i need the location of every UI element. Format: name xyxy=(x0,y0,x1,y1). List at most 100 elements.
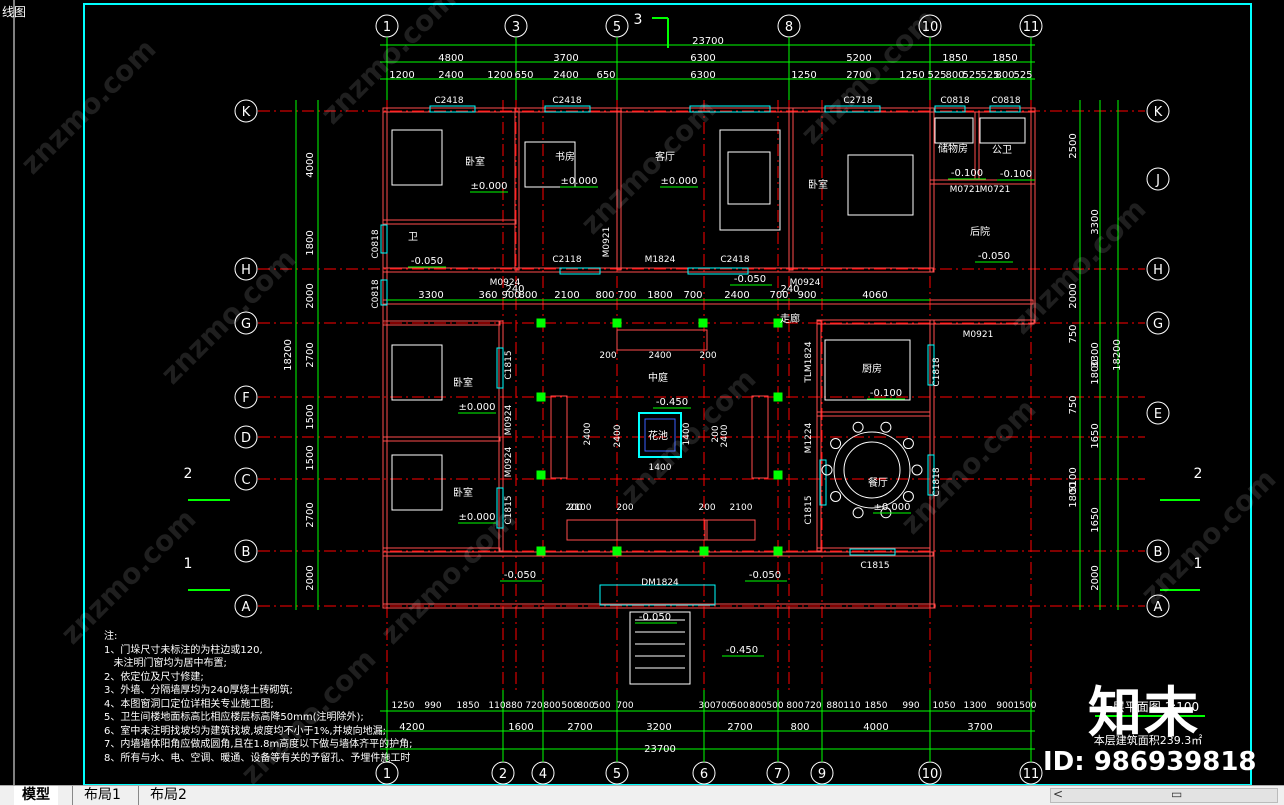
room-level: ±0.000 xyxy=(660,176,697,187)
grid-bubble-left xyxy=(234,311,258,335)
grid-bubble-right xyxy=(1146,401,1170,425)
dim-text-bottom: 700 xyxy=(616,701,633,711)
dim-text-bottom: 500 xyxy=(561,701,578,711)
tab-layout1[interactable]: 布局1 xyxy=(84,787,121,803)
dim-text-top: 6300 xyxy=(690,53,715,64)
note-line: 2、依定位及尺寸修建; xyxy=(104,671,204,683)
grid-label-left: H xyxy=(241,263,251,278)
dining-chair xyxy=(821,464,833,476)
coffee-table xyxy=(727,151,771,205)
dim-text-mid: 1800 xyxy=(647,290,672,301)
dim-text-top: 2700 xyxy=(846,70,871,81)
dim-text-court: 200 xyxy=(616,503,633,513)
grid-label-right: G xyxy=(1153,317,1163,332)
grid-label-top: 1 xyxy=(383,20,391,35)
dim-text-total: 23700 xyxy=(644,744,676,755)
window-mark xyxy=(989,105,1021,113)
dim-text-mid: 3300 xyxy=(418,290,443,301)
grid-bubble-left xyxy=(234,99,258,123)
grid-label-bottom: 5 xyxy=(613,767,621,782)
tab-model[interactable]: 模型 xyxy=(14,786,58,805)
section-label: 2 xyxy=(184,466,193,482)
wall-outline xyxy=(382,219,517,225)
grid-label-top: 10 xyxy=(922,20,939,35)
dim-text-right: 1800 xyxy=(1090,359,1101,384)
grid-bubble-left xyxy=(234,425,258,449)
wall-outline xyxy=(498,320,504,552)
steps xyxy=(566,519,618,541)
dim-text-top: 525 xyxy=(1013,70,1032,81)
room-label: 储物房 xyxy=(938,142,968,155)
level-text: -0.050 xyxy=(734,274,766,285)
dim-text-bottom: 300 xyxy=(698,701,715,711)
wall-outline xyxy=(382,551,934,557)
grid-label-left: F xyxy=(242,391,249,406)
bench xyxy=(550,395,568,479)
scroll-left-icon[interactable]: < xyxy=(1053,787,1064,801)
room-level: -0.450 xyxy=(656,397,688,408)
wall-outline xyxy=(382,320,501,326)
section-label: 2 xyxy=(1194,466,1203,482)
tab-separator xyxy=(138,786,139,805)
opening-label: DM1824 xyxy=(641,578,679,588)
grid-bubble-right xyxy=(1146,167,1170,191)
dim-text-right: 1650 xyxy=(1090,507,1101,532)
dim-text-left: 2700 xyxy=(305,342,316,367)
storage-fixture xyxy=(934,117,974,144)
grid-label-top: 8 xyxy=(785,20,793,35)
watermark-id: ID: 986939818 xyxy=(1043,747,1257,777)
grid-label-right: K xyxy=(1154,105,1163,120)
room-level: -0.050 xyxy=(411,256,443,267)
opening-label: M1224 xyxy=(804,422,814,453)
tab-separator xyxy=(72,786,73,805)
column-mark xyxy=(773,470,783,480)
grid-label-left: G xyxy=(241,317,251,332)
column-mark xyxy=(536,392,546,402)
grid-label-top: 5 xyxy=(613,20,621,35)
dim-text-bottom: 720 xyxy=(525,701,542,711)
wall-outline xyxy=(514,107,520,271)
area-text: 本层建筑面积239.3㎡ xyxy=(1094,733,1203,747)
desk xyxy=(524,141,576,188)
dim-text-court: 2100 xyxy=(569,503,592,513)
section-label: 1 xyxy=(184,556,193,572)
dim-text-right: 750 xyxy=(1068,395,1079,414)
scroll-thumb-icon[interactable]: ▭ xyxy=(1171,787,1183,801)
level-text: -0.450 xyxy=(726,645,758,656)
note-line: 7、内墙墙体阳角应做成圆角,且在1.8m高度以下做与墙体齐平的护角; xyxy=(104,739,413,750)
grid-bubble-right xyxy=(1146,311,1170,335)
opening-label: M0924 xyxy=(504,404,514,435)
horizontal-scrollbar[interactable]: < ▭ xyxy=(1050,787,1278,803)
dim-text-bottom: 1850 xyxy=(457,701,480,711)
grid-label-left: B xyxy=(242,545,251,560)
window-mark xyxy=(380,279,388,306)
dim-text-top: 800 xyxy=(995,70,1014,81)
grid-label-top: 11 xyxy=(1023,20,1040,35)
tab-layout2[interactable]: 布局2 xyxy=(150,787,187,803)
entry-stair xyxy=(629,611,691,685)
dim-text-mid: 240 xyxy=(780,284,799,295)
dim-text-bottom: 990 xyxy=(902,701,919,711)
dim-text-bottom: 500 xyxy=(731,701,748,711)
room-label: 书房 xyxy=(555,150,575,163)
opening-label: C2718 xyxy=(843,96,872,106)
grid-label-left: K xyxy=(242,105,251,120)
grid-label-bottom: 11 xyxy=(1023,767,1040,782)
grid-label-right: E xyxy=(1154,407,1162,422)
dim-text-court: 200 xyxy=(711,425,721,442)
opening-label: C0818 xyxy=(991,96,1020,106)
wall-outline xyxy=(382,267,934,273)
section-label: 3 xyxy=(634,12,643,28)
dim-text-bottom: 800 xyxy=(749,701,766,711)
flower-bed-inner xyxy=(644,418,676,452)
dining-chair xyxy=(830,438,842,450)
dim-text-top: 5200 xyxy=(846,53,871,64)
watermark-logo: 知末 xyxy=(1088,681,1200,744)
dim-text-bottom: 110 xyxy=(488,701,505,711)
room-level: -0.100 xyxy=(1000,169,1032,180)
dim-text-bottom: 2700 xyxy=(567,722,592,733)
dim-text-right: 5100 xyxy=(1068,467,1079,492)
dining-chair xyxy=(852,507,864,519)
column-mark xyxy=(536,546,546,556)
